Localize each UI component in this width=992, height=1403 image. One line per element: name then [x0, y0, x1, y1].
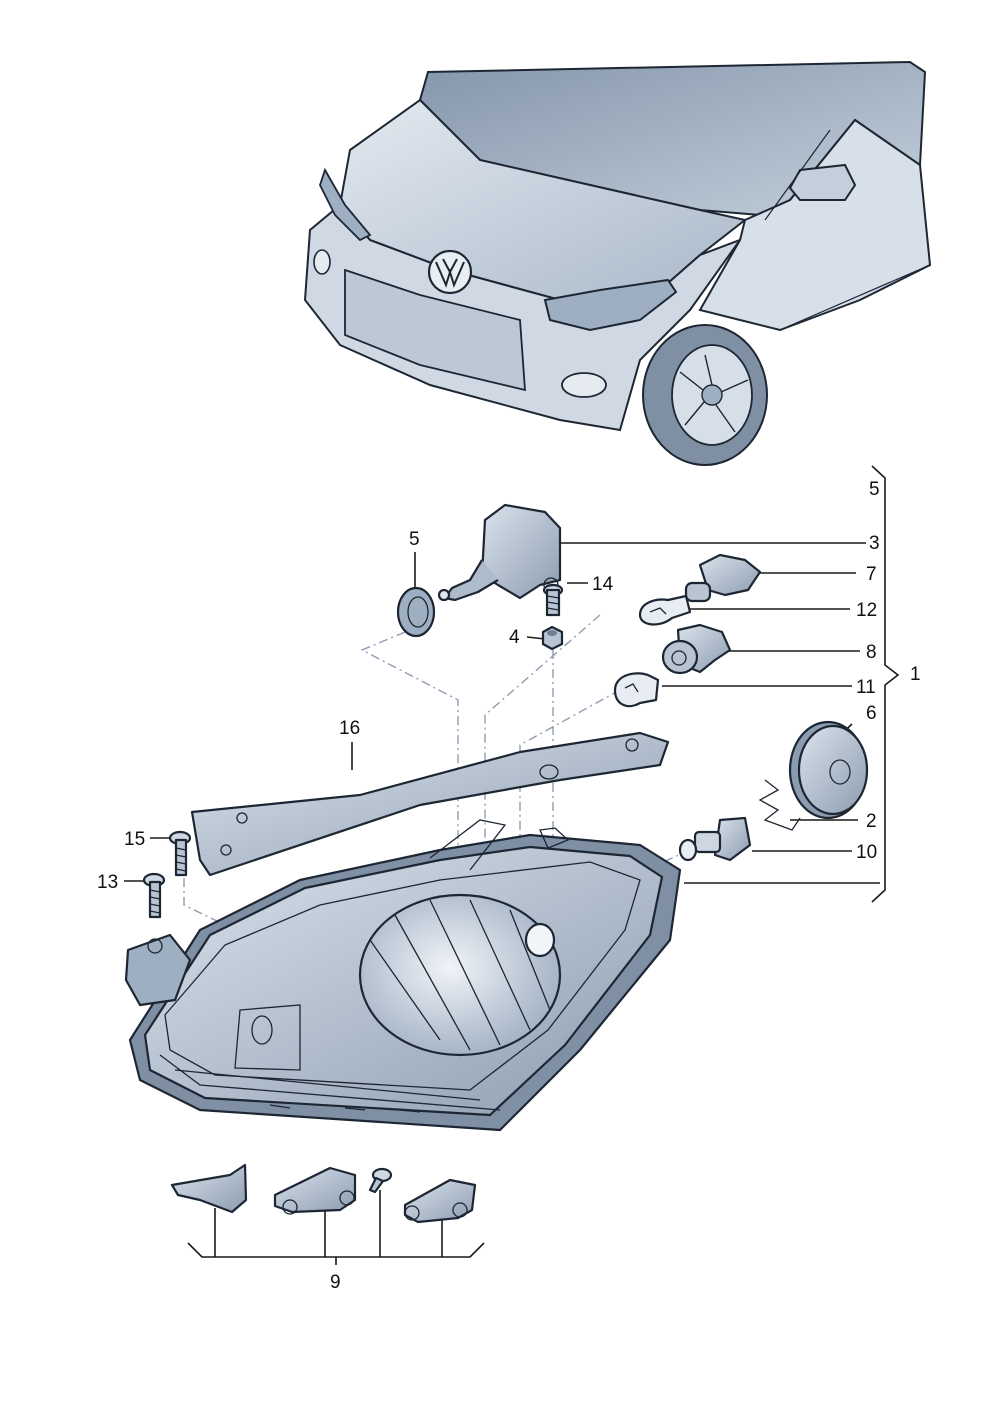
wheel-hub — [701, 384, 723, 406]
part-15-bolt — [168, 830, 192, 877]
car-headlight — [543, 278, 678, 332]
part-7-bulb-holder — [684, 553, 762, 603]
bracket-1 — [871, 465, 900, 903]
callout-7: 7 — [866, 564, 877, 585]
part-4-nut — [541, 625, 564, 651]
callout-11: 11 — [856, 677, 876, 698]
callout-12: 12 — [856, 600, 877, 621]
callout-3: 3 — [869, 533, 880, 554]
callout-2: 2 — [866, 811, 877, 832]
part-5-seal-ring — [396, 586, 436, 638]
headlight-parts — [124, 503, 869, 1224]
bracket-9 — [187, 1242, 485, 1258]
dash-seal — [360, 631, 459, 900]
part-8-bulb-socket — [661, 623, 732, 675]
callout-13: 13 — [97, 872, 118, 893]
dash-bulb-socket — [484, 614, 601, 840]
part-9-bracket-a — [170, 1163, 248, 1214]
dash-screw-13 — [183, 878, 226, 926]
car-headlight-left — [319, 167, 372, 242]
callout-6: 6 — [866, 703, 877, 724]
callout-10: 10 — [856, 842, 877, 863]
callout-1: 1 — [910, 664, 921, 685]
part-3-range-adjuster — [437, 503, 562, 602]
part-14-screw — [542, 583, 564, 617]
callout-14: 14 — [592, 574, 614, 595]
wheel-spokes — [679, 354, 749, 433]
part-13-bolt — [142, 872, 166, 919]
callout-15: 15 — [124, 829, 145, 850]
part-9-screw — [368, 1167, 393, 1194]
fog-light-left — [313, 249, 331, 275]
part-6-cap — [788, 720, 869, 820]
side-body — [698, 118, 932, 332]
car-front-illustration — [303, 60, 932, 466]
front-bumper — [303, 203, 743, 432]
part-1-headlight-assembly — [124, 819, 682, 1132]
callout-8: 8 — [866, 642, 877, 663]
side-mirror — [788, 163, 857, 201]
callout-5-top: 5 — [409, 529, 420, 550]
fog-light-right — [561, 372, 607, 398]
callout-9: 9 — [330, 1272, 341, 1293]
part-9-repair-kit — [170, 1163, 477, 1224]
part-9-bracket-b — [273, 1166, 357, 1214]
part-12-bulb — [638, 594, 692, 626]
part-2-retaining-clip — [758, 779, 801, 831]
lower-grille — [344, 268, 526, 392]
body-crease — [764, 129, 931, 331]
part-11-bulb — [613, 672, 660, 708]
vw-badge-mark — [435, 258, 465, 288]
part-10-halogen-bulb — [678, 816, 752, 862]
callout-labels: 5 3 7 12 8 11 1 6 2 10 5 14 4 16 15 13 9 — [97, 479, 921, 1293]
callout-16: 16 — [339, 718, 360, 739]
callout-5-right: 5 — [869, 479, 880, 500]
headlight-reflector — [358, 893, 562, 1057]
leader-lines — [124, 465, 900, 1265]
part-16-bracket — [190, 731, 670, 877]
callout-4: 4 — [509, 627, 520, 648]
dash-bulb-11 — [519, 689, 621, 855]
